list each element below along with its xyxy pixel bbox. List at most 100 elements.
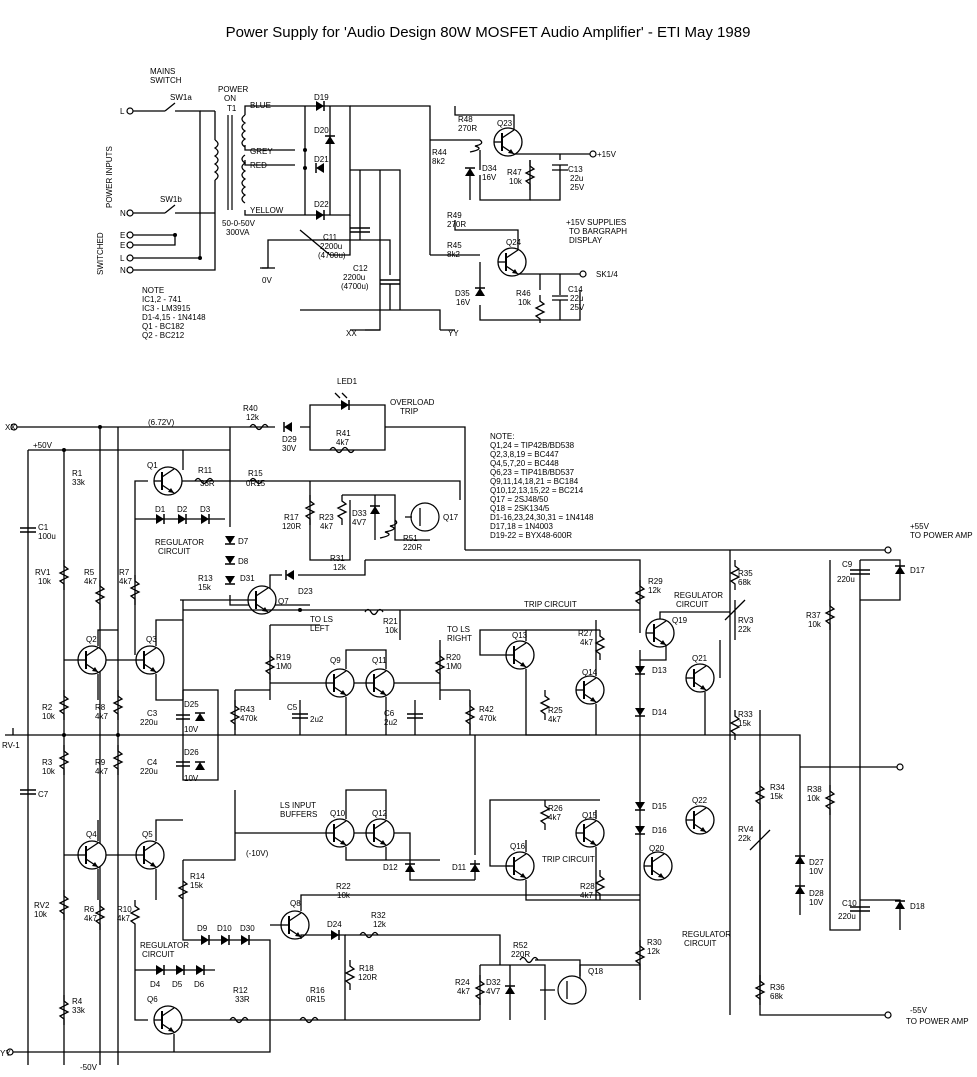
label: 120R (282, 522, 301, 531)
label: 4k7 (84, 577, 97, 586)
label: Q24 (506, 238, 522, 247)
label: 4k7 (95, 767, 108, 776)
label: 12k (373, 920, 387, 929)
label: 4k7 (117, 914, 130, 923)
label: TO LS (310, 615, 333, 624)
label: TO LS (447, 625, 470, 634)
label: D10 (217, 924, 232, 933)
page-title: Power Supply for 'Audio Design 80W MOSFE… (226, 24, 751, 41)
label: 68k (738, 578, 752, 587)
label: 25V (570, 303, 585, 312)
label: 220u (838, 912, 856, 921)
label: 4k7 (580, 891, 593, 900)
label: D24 (327, 920, 342, 929)
label: D17 (910, 566, 925, 575)
label: GREY (250, 147, 273, 156)
label: 15k (738, 719, 752, 728)
label: CIRCUIT (684, 939, 717, 948)
label: -55V (910, 1006, 928, 1015)
label: 0R15 (246, 479, 266, 488)
amp-section (5, 392, 906, 1065)
label: Q22 (692, 796, 708, 805)
label: D28 (809, 889, 824, 898)
label: 1M0 (276, 662, 292, 671)
label: Q17 (443, 513, 459, 522)
label: R21 (383, 617, 398, 626)
label: Q13 (512, 631, 528, 640)
label: RED (250, 161, 267, 170)
label: 33R (200, 479, 215, 488)
label: Q15 (582, 811, 598, 820)
label: L (120, 107, 125, 116)
note-line: D19-22 = BYX48-600R (490, 531, 572, 540)
label: LED1 (337, 377, 358, 386)
label: 220R (511, 950, 530, 959)
label: Q7 (278, 597, 289, 606)
label: D26 (184, 748, 199, 757)
label: 4k7 (457, 987, 470, 996)
label: Q3 (146, 635, 157, 644)
label: D18 (910, 902, 925, 911)
note-line: Q4,5,7,20 = BC448 (490, 459, 559, 468)
label: D11 (452, 863, 467, 872)
label: R9 (95, 758, 106, 767)
label: Q1 (147, 461, 158, 470)
label: 10V (184, 774, 199, 783)
label: D31 (240, 574, 255, 583)
label: Q5 (142, 830, 153, 839)
label: 10V (809, 867, 824, 876)
label: C7 (38, 790, 49, 799)
label: REGULATOR (155, 538, 204, 547)
label: 10k (509, 177, 523, 186)
label: (6.72V) (148, 418, 175, 427)
label: YY (0, 1049, 11, 1058)
label: 220u (837, 575, 855, 584)
label: BLUE (250, 101, 271, 110)
label: 4k7 (119, 577, 132, 586)
label: 220R (403, 543, 422, 552)
label: 470k (240, 714, 258, 723)
label: R14 (190, 872, 205, 881)
label: 33k (72, 1006, 86, 1015)
label: 4k7 (548, 715, 561, 724)
label: R15 (248, 469, 263, 478)
label: LS INPUT (280, 801, 316, 810)
label: C9 (842, 560, 853, 569)
label: R38 (807, 785, 822, 794)
label: D3 (200, 505, 211, 514)
amp-labels: XX (6.72V) +50V -50V LED1 OVERLOAD TRIP … (0, 377, 973, 1072)
label: XX (346, 329, 357, 338)
label: 15k (198, 583, 212, 592)
label: 8k2 (447, 250, 460, 259)
label: R18 (359, 964, 374, 973)
label: D33 (352, 509, 367, 518)
label: SWITCHED (96, 232, 105, 275)
note-line: NOTE (142, 286, 164, 295)
note-line: IC3 - LM3915 (142, 304, 191, 313)
label: C13 (568, 165, 583, 174)
label: 30V (282, 444, 297, 453)
label: +55V (910, 522, 930, 531)
label: ON (224, 94, 236, 103)
label: Q19 (672, 616, 688, 625)
label: 10k (808, 620, 822, 629)
label: SWITCH (150, 76, 182, 85)
label: R10 (117, 905, 132, 914)
label: +15V (597, 150, 617, 159)
label: 12k (648, 586, 662, 595)
label: REGULATOR (682, 930, 731, 939)
label: POWER INPUTS (105, 146, 114, 208)
label: CIRCUIT (142, 950, 175, 959)
label: N (120, 266, 126, 275)
label: R37 (806, 611, 821, 620)
label: R22 (336, 882, 351, 891)
label: Q4 (86, 830, 97, 839)
label: D22 (314, 200, 329, 209)
label: SW1a (170, 93, 192, 102)
label: D1 (155, 505, 166, 514)
label: (4700u) (341, 282, 369, 291)
label: D25 (184, 700, 199, 709)
label: 8k2 (432, 157, 445, 166)
label: R28 (580, 882, 595, 891)
label: 300VA (226, 228, 250, 237)
